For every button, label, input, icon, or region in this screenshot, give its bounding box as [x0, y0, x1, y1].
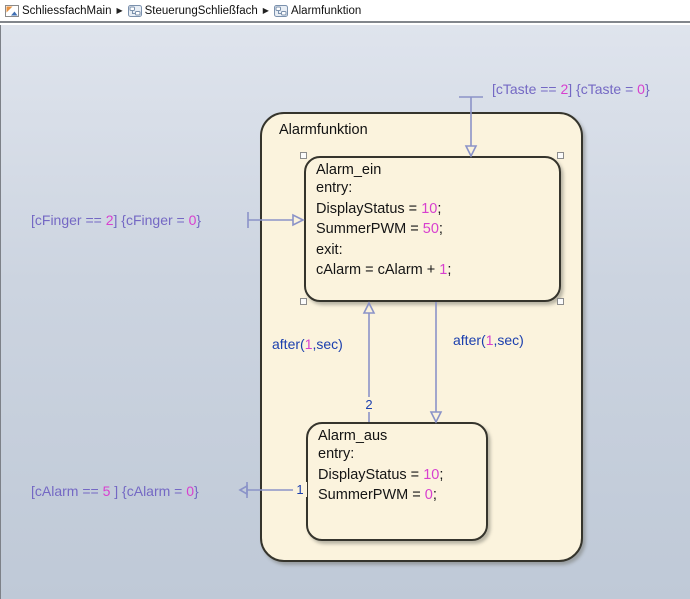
label-text: ,sec)	[493, 332, 524, 348]
label-text: [cAlarm ==	[31, 483, 103, 499]
breadcrumb-label: SchliessfachMain	[22, 4, 112, 17]
literal-value: 5	[102, 483, 111, 499]
breadcrumb-item-subchart[interactable]: Alarmfunktion	[273, 4, 362, 17]
selection-handle-top-left[interactable]	[300, 152, 307, 159]
label-text: }	[644, 81, 650, 97]
label-text: }	[194, 483, 199, 499]
label-text: }	[196, 212, 202, 228]
transition-label-calarm[interactable]: [cAlarm == 5 ] {cAlarm = 0}	[31, 483, 199, 499]
state-title: Alarm_aus	[318, 428, 388, 444]
state-alarm-ein[interactable]: Alarm_ein entry:DisplayStatus = 10;Summe…	[304, 156, 561, 302]
label-text: ;	[438, 221, 443, 237]
label-text: ] {cTaste =	[568, 81, 638, 97]
selection-handle-top-right[interactable]	[557, 152, 564, 159]
label-text: entry:	[316, 180, 353, 196]
state-action-line: DisplayStatus = 10;	[318, 465, 486, 486]
label-text: [cFinger ==	[31, 212, 106, 228]
state-title: Alarmfunktion	[279, 122, 368, 138]
label-text: ;	[437, 200, 442, 217]
label-text: DisplayStatus =	[318, 466, 424, 483]
literal-value: 10	[421, 200, 438, 217]
transition-priority-1[interactable]: 1	[293, 482, 307, 497]
literal-value: 0	[424, 487, 433, 503]
literal-value: 0	[637, 81, 645, 97]
stateflow-chart-icon	[273, 4, 288, 17]
label-text: after(	[272, 336, 305, 352]
label-text: ;	[439, 466, 444, 483]
label-text: entry:	[318, 446, 355, 462]
literal-value: 1	[485, 332, 494, 348]
label-text: ] {cFinger =	[113, 212, 189, 228]
transition-finger[interactable]	[247, 212, 305, 228]
state-body: entry:DisplayStatus = 10;SummerPWM = 0;	[308, 444, 486, 506]
transition-ein-to-aus[interactable]	[429, 302, 443, 424]
stateflow-chart-icon	[127, 4, 142, 17]
transition-start-arrow-icon	[238, 484, 248, 496]
literal-value: 50	[422, 221, 439, 237]
breadcrumb-label: SteuerungSchließfach	[144, 4, 258, 17]
transition-arrowhead-icon	[362, 301, 376, 314]
transitions-layer	[238, 96, 483, 498]
breadcrumb-separator-icon: ▶	[116, 6, 123, 15]
selection-handle-bottom-right[interactable]	[557, 298, 564, 305]
breadcrumb-item-chart[interactable]: SteuerungSchließfach	[127, 4, 258, 17]
breadcrumb-label: Alarmfunktion	[290, 4, 362, 17]
literal-value: 2	[105, 212, 114, 228]
state-action-line: SummerPWM = 50;	[316, 219, 559, 240]
label-text: ,sec)	[312, 336, 343, 352]
literal-value: 1	[439, 262, 448, 278]
selection-handle-bottom-left[interactable]	[300, 298, 307, 305]
transition-label-finger[interactable]: [cFinger == 2] {cFinger = 0}	[31, 212, 201, 228]
label-text: after(	[453, 332, 486, 348]
label-text: exit:	[316, 241, 343, 258]
breadcrumb-item-model[interactable]: SchliessfachMain	[5, 4, 112, 17]
transition-label-after-ein-to-aus[interactable]: after(1,sec)	[453, 332, 524, 348]
state-alarm-aus[interactable]: Alarm_aus entry:DisplayStatus = 10;Summe…	[306, 422, 488, 541]
label-text: ;	[432, 487, 437, 503]
literal-value: 1	[304, 336, 313, 352]
label-text: ;	[447, 262, 452, 278]
transition-arrowhead-icon	[464, 145, 478, 158]
transition-label-after-aus-to-ein[interactable]: after(1,sec)	[272, 336, 343, 352]
label-text: [cTaste ==	[492, 81, 561, 97]
state-action-line: exit:	[316, 240, 559, 261]
state-action-line: DisplayStatus = 10;	[316, 199, 559, 220]
simulink-model-icon	[5, 4, 19, 17]
literal-value: 0	[186, 483, 195, 499]
transition-arrowhead-icon	[292, 213, 305, 227]
literal-value: 0	[188, 212, 197, 228]
label-text: cAlarm = cAlarm +	[316, 262, 440, 278]
state-title: Alarm_ein	[316, 162, 382, 178]
state-action-line: entry:	[316, 178, 559, 199]
breadcrumb-separator-icon: ▶	[262, 6, 269, 15]
transition-taste[interactable]	[459, 96, 483, 158]
state-body: entry:DisplayStatus = 10;SummerPWM = 50;…	[306, 178, 559, 281]
state-action-line: SummerPWM = 0;	[318, 485, 486, 506]
state-action-line: entry:	[318, 444, 486, 465]
label-text: ] {cAlarm =	[110, 483, 187, 499]
chart-canvas[interactable]: Alarmfunktion Alarm_ein entry: DisplaySta…	[0, 25, 690, 599]
state-action-line: cAlarm = cAlarm + 1;	[316, 260, 559, 281]
label-text: SummerPWM =	[316, 221, 423, 237]
transition-label-taste[interactable]: [cTaste == 2] {cTaste = 0}	[492, 81, 650, 97]
label-text: DisplayStatus =	[316, 200, 422, 217]
breadcrumb: SchliessfachMain ▶ SteuerungSchließfach …	[0, 0, 690, 23]
label-text: SummerPWM =	[318, 487, 425, 503]
literal-value: 10	[423, 466, 440, 483]
transition-priority-2[interactable]: 2	[362, 397, 376, 412]
transition-arrowhead-icon	[429, 411, 443, 424]
literal-value: 2	[560, 81, 569, 97]
